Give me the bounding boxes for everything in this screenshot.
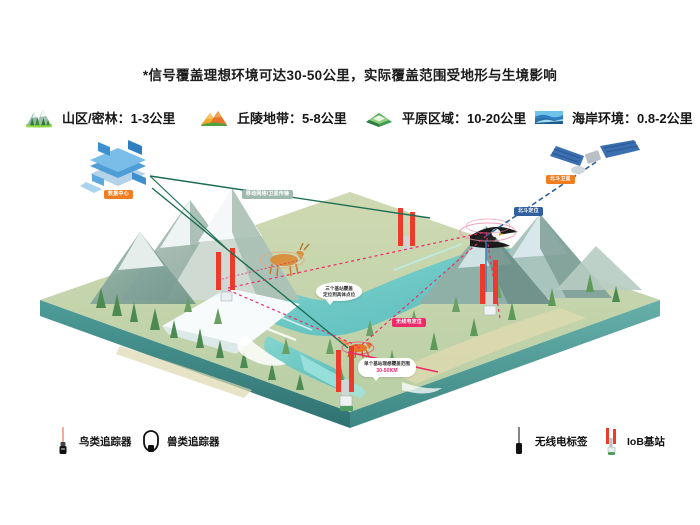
waterfall-foam — [237, 336, 442, 394]
bubble-line-2: 30-50KM — [376, 367, 398, 374]
page-caption: *信号覆盖理想环境可达30-50公里，实际覆盖范围受地形与生境影响 — [142, 68, 558, 83]
legend-item-radio-tag: 无线电标签 — [508, 426, 588, 456]
iob-basestation-icon — [606, 428, 616, 455]
tree-cluster — [96, 274, 620, 390]
shoreline-band — [116, 308, 586, 398]
legend-item-plain: 平原区域：10-20公里 — [364, 106, 534, 128]
satellite-icon — [550, 140, 640, 174]
iob-tower-right — [480, 260, 498, 316]
tag-beidou-satellite: 北斗卫星 — [546, 175, 575, 185]
triangulation-bubble: 三个基站覆盖 定位到具体点位 — [316, 282, 363, 307]
legend-item-coast: 海岸环境：0.8-2公里 — [534, 106, 693, 128]
tag-mobile-satellite-link: 移动网络/卫星传输 — [242, 190, 294, 200]
tag-data-center: 数据中心 — [104, 190, 133, 200]
tag-radio-positioning: 无线电定位 — [392, 318, 427, 328]
bubble-line-1: 单个基站理想覆盖范围 — [364, 361, 410, 366]
coast-icon — [535, 111, 563, 124]
hill-icon — [201, 111, 227, 126]
mountain-forest-icon — [26, 110, 52, 128]
legend-label: 无线电标签 — [535, 435, 588, 448]
legend-label: 丘陵地带：5-8公里 — [237, 110, 347, 126]
legend-item-mammal-tracker: 兽类追踪器 — [140, 426, 220, 456]
bird-tracker-icon — [59, 427, 67, 454]
iob-tower-left — [216, 248, 235, 302]
legend-label: 海岸环境：0.8-2公里 — [572, 110, 693, 126]
legend-label: 兽类追踪器 — [167, 435, 220, 448]
legend-label: 平原区域：10-20公里 — [402, 110, 527, 126]
legend-item-hill: 丘陵地带：5-8公里 — [199, 106, 364, 128]
isometric-terrain-illustration: 数据中心 移动网络/卫星传输 北斗卫星 北斗定位 无线电定位 三个基站覆盖 定位… — [0, 140, 700, 430]
coverage-bubble: 单个基站理想覆盖范围 30-50KM — [358, 358, 416, 382]
iob-tower-bottom — [336, 346, 354, 411]
device-legend: 鸟类追踪器 兽类追踪器 无线电标签 IoB基站 — [0, 424, 700, 458]
bubble-line-1: 三个基站覆盖 — [325, 286, 353, 291]
legend-label: 山区/密林：1-3公里 — [62, 110, 176, 126]
radio-tag-icon — [516, 427, 522, 454]
legend-label: 鸟类追踪器 — [79, 435, 132, 448]
legend-item-iob-basestation: IoB基站 — [600, 426, 665, 456]
terrain-svg — [40, 140, 660, 428]
legend-item-mountain-forest: 山区/密林：1-3公里 — [24, 106, 199, 128]
data-center-icon — [80, 140, 146, 193]
legend-label: IoB基站 — [627, 435, 665, 448]
tag-beidou-positioning: 北斗定位 — [514, 207, 543, 217]
mammal-tracker-icon — [143, 430, 159, 452]
legend-item-bird-tracker: 鸟类追踪器 — [52, 426, 132, 456]
plain-icon — [366, 113, 392, 127]
coverage-rings — [259, 218, 517, 355]
terrain-coverage-legend: 山区/密林：1-3公里 丘陵地带：5-8公里 平原区域：10-20公里 — [24, 103, 693, 131]
iob-tower-center — [398, 208, 415, 250]
bubble-line-2: 定位到具体点位 — [323, 291, 356, 297]
deer-figure — [269, 242, 310, 277]
